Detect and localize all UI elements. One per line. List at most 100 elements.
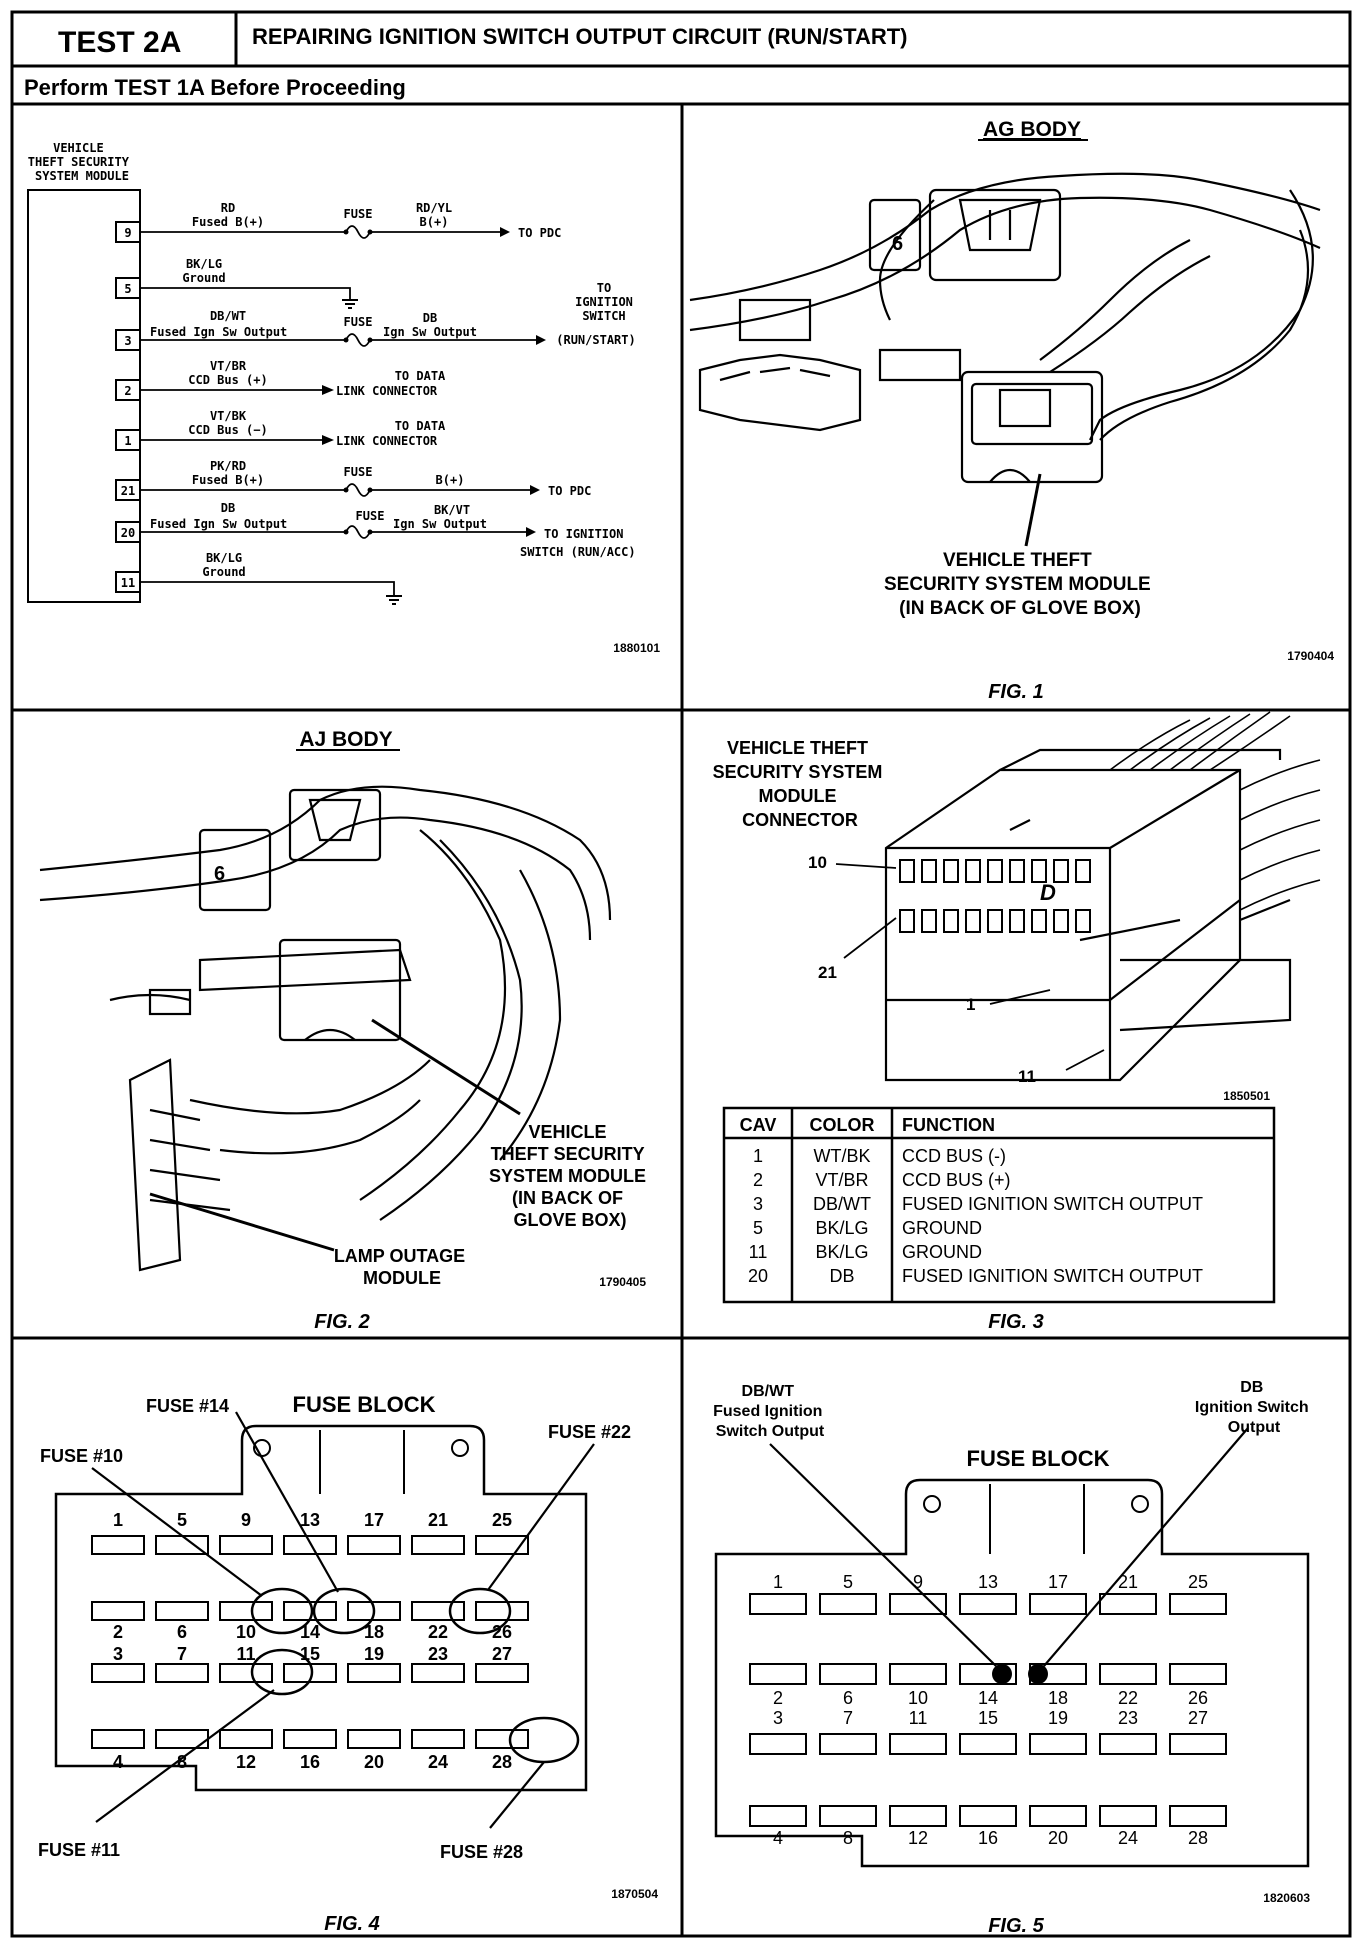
fuse-slot [819,1733,877,1755]
table-row: 20 DB FUSED IGNITION SWITCH OUTPUT [748,1266,1203,1286]
w11-color: BK/LG [206,551,242,565]
w20-dest-2: SWITCH (RUN/ACC) [520,545,636,559]
fuse-number: 27 [492,1644,512,1664]
fig3-ref: 1850501 [1223,1089,1270,1103]
fuse-number: 22 [1118,1688,1138,1708]
w3-dest-3: SWITCH [582,309,625,323]
fuse-slot [889,1593,947,1615]
fig2-callout1: VEHICLE THEFT SECURITY SYSTEM MODULE (IN… [489,1122,651,1230]
w3-dest-4: (RUN/START) [556,333,635,347]
fig1-callout-line [1024,473,1042,547]
test-point-db-wt [992,1664,1012,1684]
pin-21-label: 21 [121,484,135,498]
svg-text:6: 6 [892,233,903,255]
fuse-number: 11 [236,1644,255,1664]
fuse-slot [155,1663,209,1683]
fuse-slot [411,1601,465,1621]
wire-pin3 [140,333,536,347]
fuse-slot [1169,1733,1227,1755]
w9-out-color: RD/YL [416,201,452,215]
fuse-slot [411,1663,465,1683]
fig5-callout-left: DB/WT Fused Ignition Switch Output [713,1383,827,1440]
fuse-slot [1169,1593,1227,1615]
svg-text:CCD BUS (-): CCD BUS (-) [902,1146,1006,1166]
fuse-number: 23 [1118,1708,1138,1728]
cavity-table: CAV COLOR FUNCTION 1 WT/BK CCD BUS (-) 2… [722,1106,1276,1304]
connector-cavities-top [899,859,1091,883]
fig1-title: AG BODY [983,118,1081,141]
fuse-slot [411,1535,465,1555]
fuse-slot [91,1535,145,1555]
w20-dest-1: TO IGNITION [544,527,623,541]
fig5-callout-lines [769,1427,1249,1667]
fuse-number: 3 [773,1708,783,1728]
fuse-number: 19 [1048,1708,1068,1728]
w1-dest-1: TO DATA [395,419,446,433]
fig5-callout-right: DB Ignition Switch Output [1195,1379,1313,1436]
fig3-title: VEHICLE THEFT SECURITY SYSTEM MODULE CON… [713,738,888,830]
fuse-slot [411,1729,465,1749]
table-row: 3 DB/WT FUSED IGNITION SWITCH OUTPUT [753,1194,1203,1214]
table-row: 11 BK/LG GROUND [749,1242,982,1262]
fig1-ref: 1790404 [1287,649,1334,663]
pin-3-label: 3 [124,334,131,348]
w21-dest: TO PDC [548,484,591,498]
highlight-fuse-11 [250,1648,314,1696]
w21-fuse: FUSE [344,465,373,479]
fuse-number: 15 [300,1644,320,1664]
fig2-callout2: LAMP OUTAGE MODULE [334,1246,470,1288]
callout-fuse-10: FUSE #10 [40,1446,123,1466]
w1-func: CCD Bus (−) [188,423,267,437]
fuse-number: 7 [843,1708,853,1728]
wire-pin5 [140,287,351,300]
pin-2-label: 2 [124,384,131,398]
highlight-fuse-14 [312,1587,376,1635]
fuse-slot [347,1729,401,1749]
pin-5-label: 5 [124,282,131,296]
fuse-slot [1099,1805,1157,1827]
schematic-ref: 1880101 [613,641,660,655]
w21-out-func: B(+) [436,473,465,487]
w2-func: CCD Bus (+) [188,373,267,387]
fig3-connector: VEHICLE THEFT SECURITY SYSTEM MODULE CON… [713,711,1321,1333]
fuse-number: 16 [300,1752,320,1772]
fuse-slot [749,1805,807,1827]
fuse-slot [219,1535,273,1555]
fig1-caption: FIG. 1 [988,681,1044,703]
svg-text:FUSED IGNITION SWITCH OUTPUT: FUSED IGNITION SWITCH OUTPUT [902,1266,1203,1286]
fuse-number: 24 [1118,1828,1138,1848]
fig4-fuse-slots [91,1535,529,1749]
w9-dest: TO PDC [518,226,561,240]
pin-11-label: 11 [121,576,135,590]
w5-color: BK/LG [186,257,222,271]
ground-symbols [342,299,402,605]
cavity-table-header: CAV COLOR FUNCTION [740,1115,995,1135]
callout-fuse-11: FUSE #11 [38,1840,120,1860]
fuse-number: 14 [300,1622,320,1642]
fuse-number: 26 [492,1622,512,1642]
w20-func: Fused Ign Sw Output [150,517,287,531]
col-function: FUNCTION [902,1115,995,1135]
w21-color: PK/RD [210,459,246,473]
fig1-harness-illustration: 6 [689,172,1321,484]
module-label-line2: THEFT SECURITY [28,155,130,169]
table-row: 2 VT/BR CCD BUS (+) [753,1170,1011,1190]
fuse-number: 6 [177,1622,187,1642]
w9-func: Fused B(+) [192,215,264,229]
callout-fuse-22: FUSE #22 [548,1422,631,1442]
callout-fuse-28: FUSE #28 [440,1842,523,1862]
fuse-number: 27 [1188,1708,1208,1728]
fuse-number: 9 [241,1510,251,1530]
fuse-slot [475,1729,529,1749]
fuse-number: 1 [113,1510,123,1530]
w20-color: DB [221,501,235,515]
fuse-slot [91,1601,145,1621]
fig5-title: FUSE BLOCK [967,1446,1110,1471]
fuse-number: 2 [113,1622,123,1642]
fuse-number: 11 [909,1708,928,1728]
fuse-slot [283,1535,337,1555]
fig2-callout2-line [149,1192,335,1252]
svg-text:GROUND: GROUND [902,1218,982,1238]
